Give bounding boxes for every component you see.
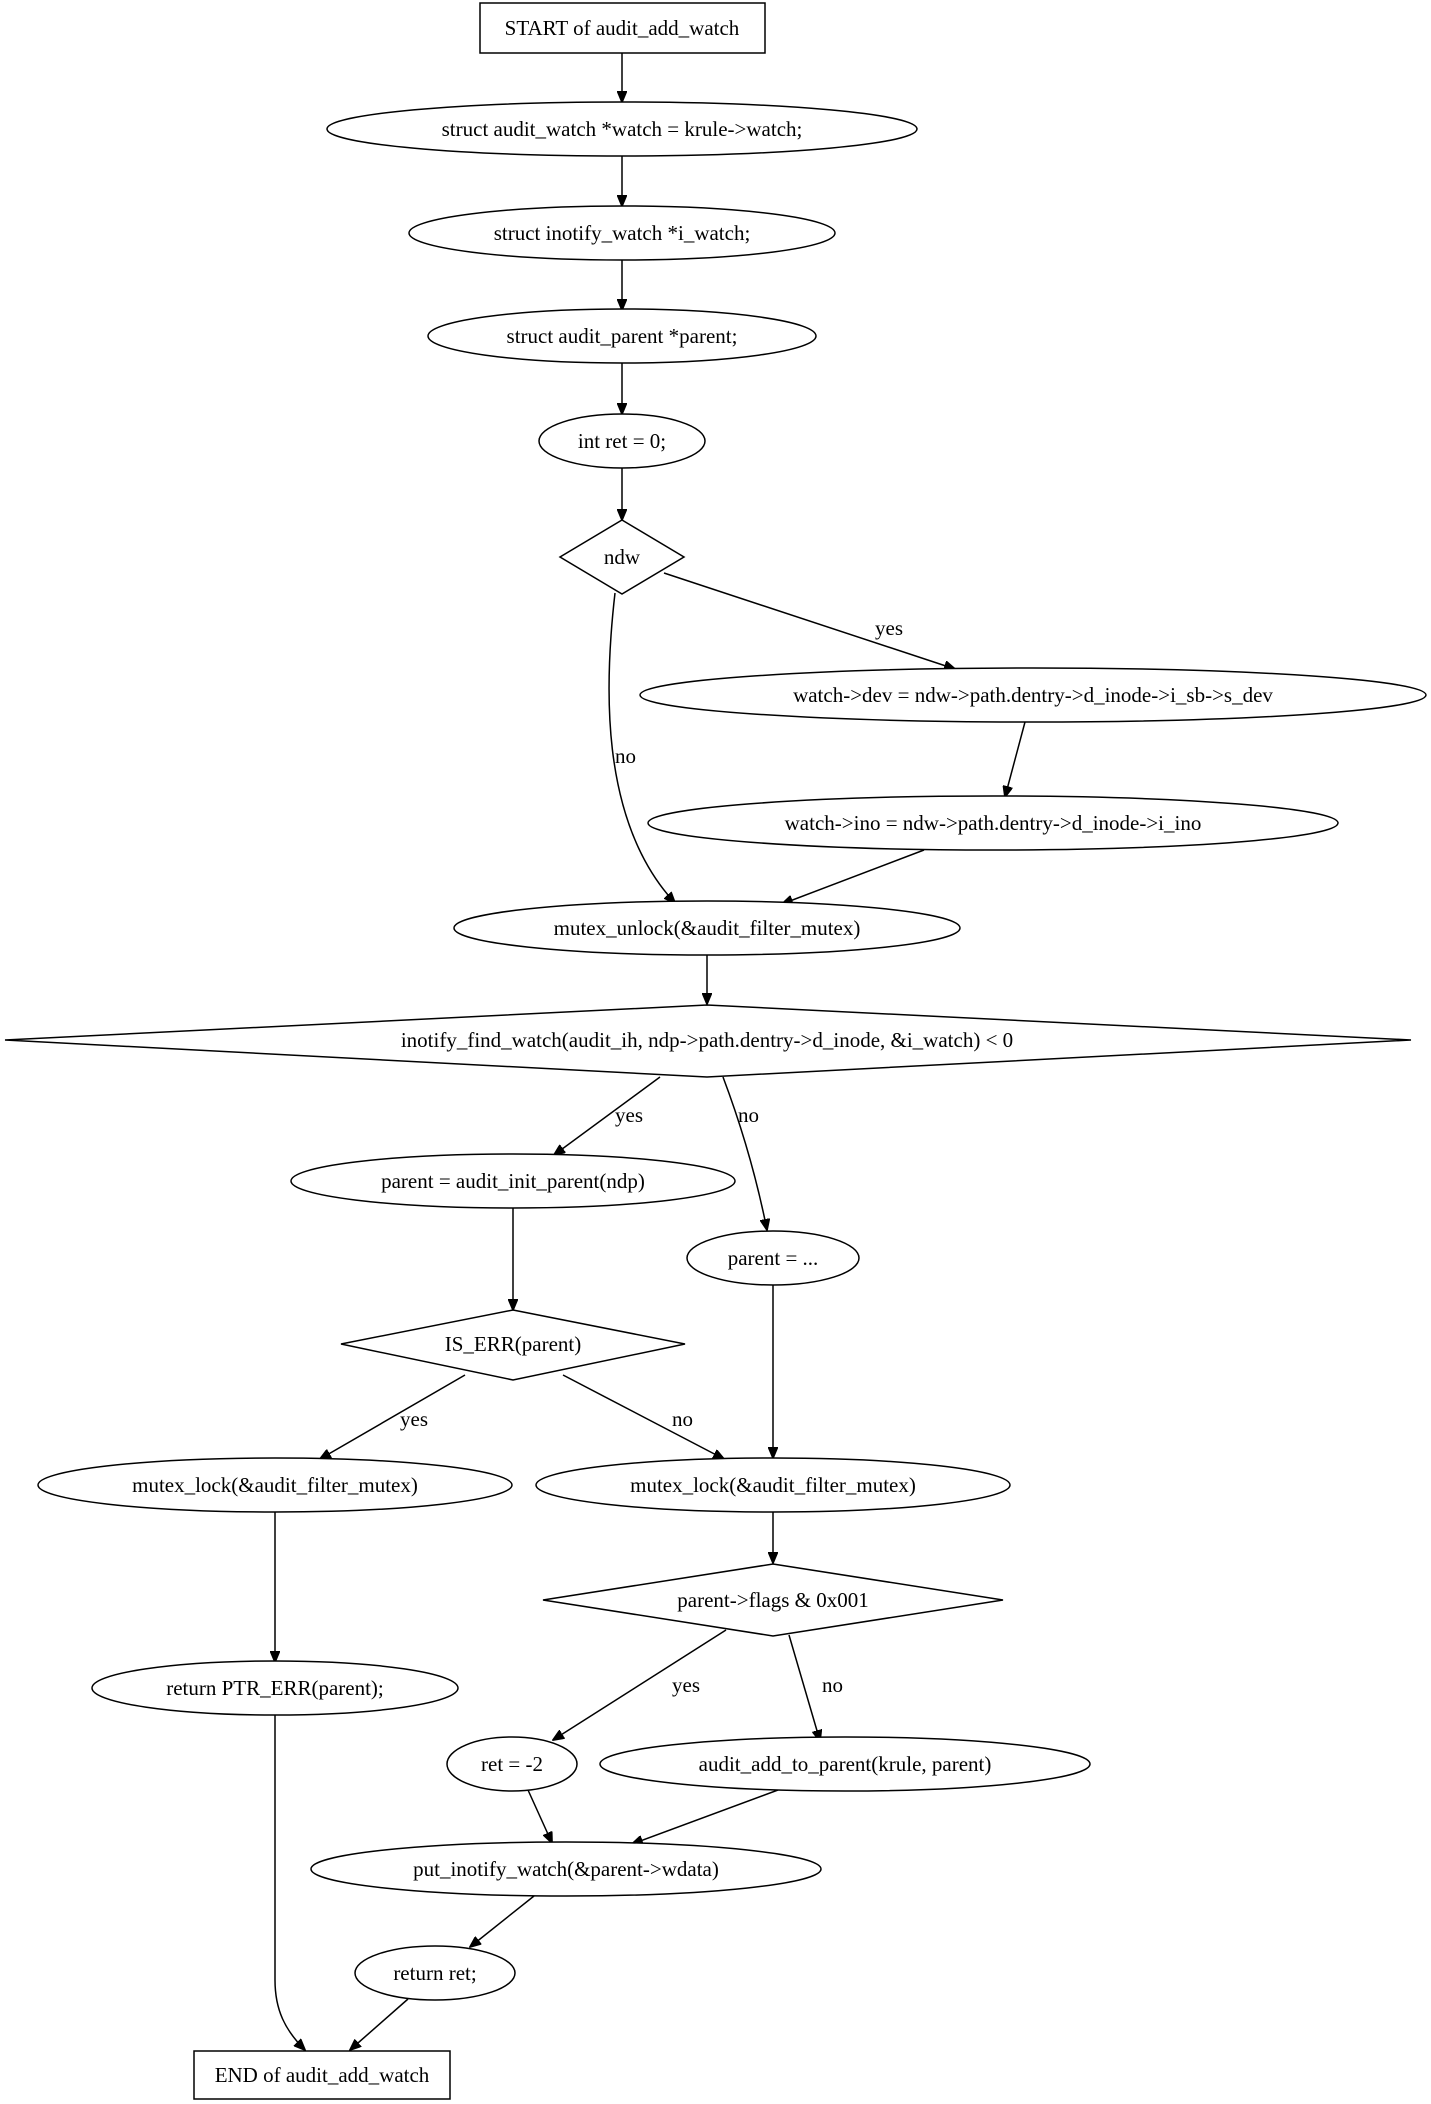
edge-add-to-parent-to-put-watch — [632, 1789, 779, 1844]
node-end: END of audit_add_watch — [193, 2050, 451, 2100]
edge-set-ino-to-unlock — [782, 849, 925, 904]
node-unlock-label: mutex_unlock(&audit_filter_mutex) — [554, 916, 861, 940]
node-decl-parent-label: struct audit_parent *parent; — [507, 324, 738, 348]
node-cond-find: inotify_find_watch(audit_ih, ndp->path.d… — [4, 1004, 1412, 1078]
edge-label-iserr-yes: yes — [400, 1407, 428, 1431]
node-decl-watch: struct audit_watch *watch = krule->watch… — [326, 101, 918, 157]
edge-iserr-no — [562, 1374, 724, 1459]
node-cond-flags: parent->flags & 0x001 — [542, 1563, 1004, 1637]
edges — [274, 53, 1026, 2050]
node-cond-ndw-label: ndw — [604, 545, 641, 569]
node-set-ino-label: watch->ino = ndw->path.dentry->d_inode->… — [785, 811, 1202, 835]
node-init-parent-label: parent = audit_init_parent(ndp) — [381, 1169, 645, 1193]
node-return-err-label: return PTR_ERR(parent); — [166, 1676, 384, 1700]
node-init-parent: parent = audit_init_parent(ndp) — [290, 1153, 736, 1209]
node-lock-left-label: mutex_lock(&audit_filter_mutex) — [132, 1473, 418, 1497]
edge-label-find-yes: yes — [615, 1103, 643, 1127]
node-add-to-parent: audit_add_to_parent(krule, parent) — [599, 1736, 1091, 1792]
edge-flags-yes — [553, 1629, 727, 1740]
node-set-ino: watch->ino = ndw->path.dentry->d_inode->… — [647, 795, 1339, 851]
node-put-watch: put_inotify_watch(&parent->wdata) — [310, 1841, 822, 1897]
node-return-err: return PTR_ERR(parent); — [91, 1660, 459, 1716]
node-lock-right-label: mutex_lock(&audit_filter_mutex) — [630, 1473, 916, 1497]
edge-ndw-no — [608, 592, 675, 903]
edge-return-ret-to-end — [350, 1998, 409, 2050]
edge-return-err-to-end — [274, 1714, 305, 2050]
edge-set-dev-to-set-ino — [1005, 721, 1026, 797]
node-return-ret-label: return ret; — [393, 1961, 476, 1985]
node-cond-iserr-label: IS_ERR(parent) — [445, 1332, 581, 1356]
node-lock-right: mutex_lock(&audit_filter_mutex) — [535, 1457, 1011, 1513]
node-return-ret: return ret; — [354, 1945, 516, 2001]
node-parent-other-label: parent = ... — [728, 1246, 819, 1270]
node-cond-find-label: inotify_find_watch(audit_ih, ndp->path.d… — [401, 1028, 1013, 1052]
node-ret-neg2: ret = -2 — [446, 1736, 578, 1792]
node-set-dev-label: watch->dev = ndw->path.dentry->d_inode->… — [793, 683, 1273, 707]
edge-label-ndw-no: no — [615, 744, 636, 768]
node-decl-ret-label: int ret = 0; — [578, 429, 666, 453]
node-decl-parent: struct audit_parent *parent; — [427, 308, 817, 364]
edge-put-watch-to-return-ret — [470, 1895, 535, 1947]
edge-iserr-yes — [320, 1374, 466, 1459]
edge-ndw-yes — [663, 572, 955, 669]
node-start: START of audit_add_watch — [479, 2, 766, 54]
edge-find-no — [722, 1076, 767, 1230]
node-lock-left: mutex_lock(&audit_filter_mutex) — [37, 1457, 513, 1513]
node-set-dev: watch->dev = ndw->path.dentry->d_inode->… — [639, 667, 1427, 723]
node-cond-iserr: IS_ERR(parent) — [340, 1309, 686, 1381]
edge-label-ndw-yes: yes — [875, 616, 903, 640]
edge-label-find-no: no — [738, 1103, 759, 1127]
edge-labels: yes no yes no yes no yes no — [400, 616, 903, 1697]
node-decl-watch-label: struct audit_watch *watch = krule->watch… — [442, 117, 803, 141]
node-put-watch-label: put_inotify_watch(&parent->wdata) — [413, 1857, 719, 1881]
edge-label-flags-no: no — [822, 1673, 843, 1697]
edge-flags-no — [788, 1634, 820, 1741]
node-decl-iwatch: struct inotify_watch *i_watch; — [408, 205, 836, 261]
node-add-to-parent-label: audit_add_to_parent(krule, parent) — [699, 1752, 992, 1776]
node-end-label: END of audit_add_watch — [215, 2063, 430, 2087]
node-start-label: START of audit_add_watch — [505, 16, 740, 40]
edge-ret-neg2-to-put-watch — [527, 1789, 552, 1843]
node-decl-ret: int ret = 0; — [538, 413, 706, 469]
edge-label-iserr-no: no — [672, 1407, 693, 1431]
edge-label-flags-yes: yes — [672, 1673, 700, 1697]
node-decl-iwatch-label: struct inotify_watch *i_watch; — [494, 221, 751, 245]
node-parent-other: parent = ... — [686, 1230, 860, 1286]
edge-find-yes — [554, 1076, 661, 1155]
node-unlock: mutex_unlock(&audit_filter_mutex) — [453, 900, 961, 956]
node-cond-ndw: ndw — [558, 519, 686, 595]
node-cond-flags-label: parent->flags & 0x001 — [677, 1588, 868, 1612]
node-ret-neg2-label: ret = -2 — [481, 1752, 543, 1776]
